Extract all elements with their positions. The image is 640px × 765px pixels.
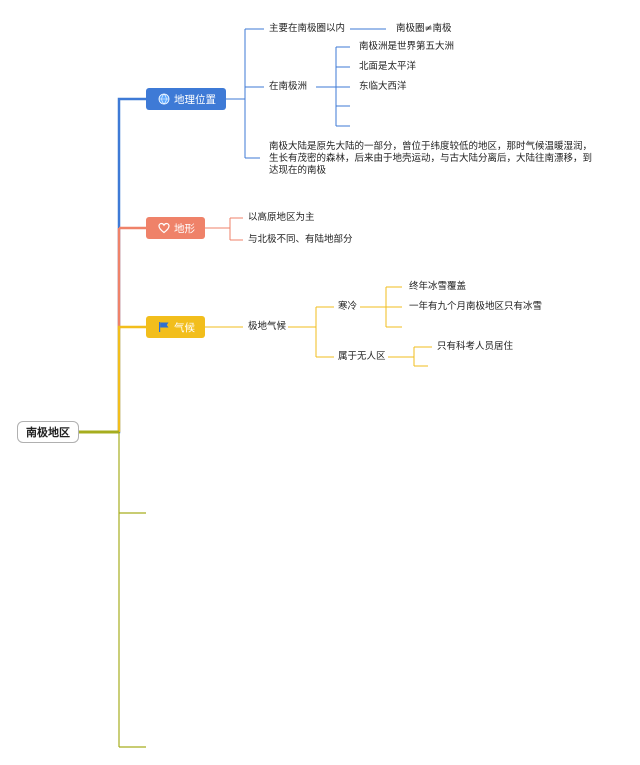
geo-sub1[interactable]: 主要在南极圈以内 (269, 23, 346, 34)
globe-icon (158, 93, 170, 105)
trunk-line-climate (117, 325, 146, 432)
noman-connector (388, 346, 432, 367)
terrain-connector (205, 217, 243, 241)
climate-cold-leaf-1[interactable]: 终年冰雪覆盖 (409, 281, 467, 292)
climate-cold-leaf-2[interactable]: 一年有九个月南极地区只有冰雪 (409, 301, 543, 312)
heart-icon (158, 222, 170, 234)
climate-noman[interactable]: 属于无人区 (338, 351, 386, 362)
geo-sub2-connector (316, 46, 350, 127)
geo-sub2-leaf-2[interactable]: 北面是太平洋 (359, 61, 417, 72)
climate-sub[interactable]: 极地气候 (248, 321, 287, 332)
root-node[interactable]: 南极地区 (17, 421, 79, 443)
geo-sub3[interactable]: 南极大陆是原先大陆的一部分，曾位于纬度较低的地区，那时气候温暖湿润，生长有茂密的… (269, 141, 593, 176)
terrain-item-2[interactable]: 与北极不同、有陆地部分 (248, 234, 353, 245)
flag-icon (158, 321, 170, 333)
terrain-item-1[interactable]: 以高原地区为主 (248, 212, 315, 223)
branch-geo[interactable]: 地理位置 (146, 88, 226, 110)
climate-cold[interactable]: 寒冷 (338, 301, 358, 312)
climate-sub-connector (288, 306, 334, 358)
branch-geo-label: 地理位置 (174, 93, 216, 106)
geo-sub2[interactable]: 在南极洲 (269, 81, 308, 92)
cold-connector (360, 286, 402, 328)
geo-sub1-leaf[interactable]: 南极圈≠南极 (396, 23, 452, 34)
geo-connector (226, 28, 264, 159)
branch-terrain[interactable]: 地形 (146, 217, 205, 239)
geo-sub2-leaf-1[interactable]: 南极洲是世界第五大洲 (359, 41, 455, 52)
branch-terrain-label: 地形 (174, 222, 195, 235)
trunk-line-geo (79, 97, 146, 434)
branch-climate-label: 气候 (174, 321, 195, 334)
geo-sub2-leaf-3[interactable]: 东临大西洋 (359, 81, 407, 92)
branch-climate[interactable]: 气候 (146, 316, 205, 338)
climate-noman-leaf-1[interactable]: 只有科考人员居住 (437, 341, 514, 352)
